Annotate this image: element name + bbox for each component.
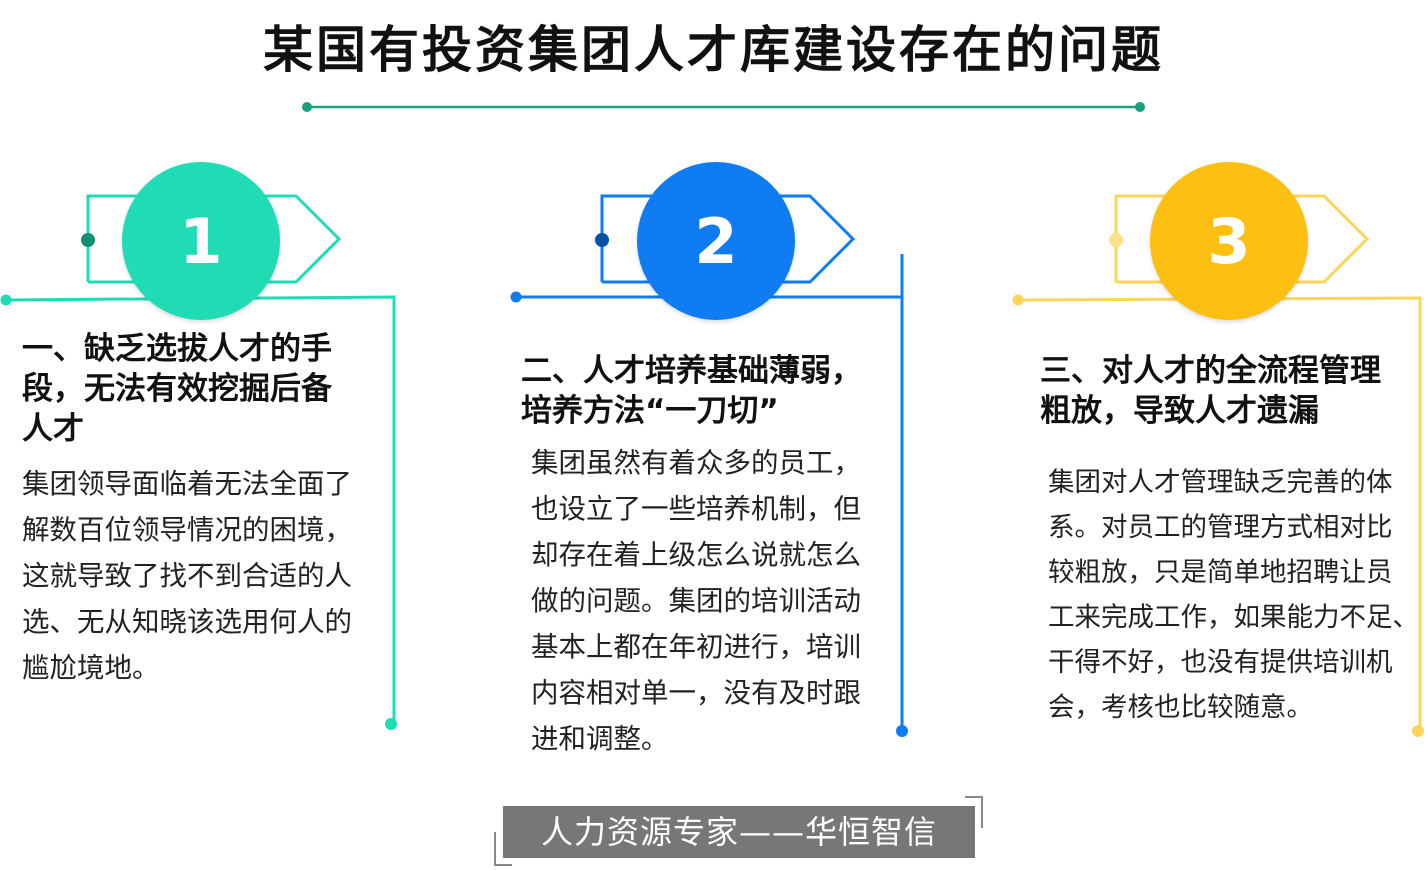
number-circle-1: 1 [122, 162, 280, 320]
problem-3-heading: 三、对人才的全流程管理 粗放，导致人才遗漏 [1040, 353, 1381, 429]
problem-3-body: 集团对人才管理缺乏完善的体 系。对员工的管理方式相对比 较粗放，只是简单地招聘让… [1048, 467, 1419, 723]
problem-1-body: 集团领导面临着无法全面了 解数百位领导情况的困境， 这就导致了找不到合适的人 选… [22, 468, 352, 684]
footer-frame-corner [494, 832, 512, 866]
problem-2-body: 集团虽然有着众多的员工， 也设立了一些培养机制，但 却存在着上级怎么说就怎么 做… [531, 447, 861, 755]
problem-2-heading: 二、人才培养基础薄弱， 培养方法“一刀切” [521, 353, 862, 429]
problem-1-heading: 一、缺乏选拔人才的手 段，无法有效挖掘后备 人才 [22, 331, 332, 447]
number-circle-2: 2 [637, 162, 795, 320]
footer-brand: 人力资源专家——华恒智信 [503, 806, 975, 858]
number-circle-3: 3 [1150, 162, 1308, 320]
footer-frame-corner [965, 796, 983, 828]
page-title: 某国有投资集团人才库建设存在的问题 [263, 21, 1164, 79]
